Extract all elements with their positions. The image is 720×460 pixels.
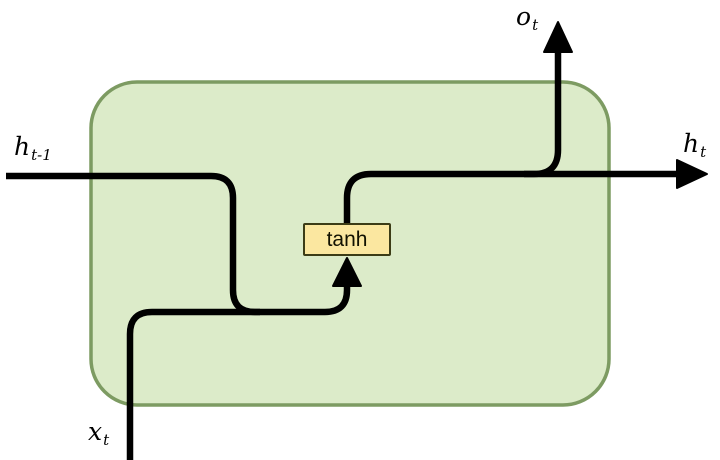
wire-h-prev-input — [6, 172, 351, 316]
wire-tanh-output — [343, 170, 680, 226]
label-h-prev: ht-1 — [14, 133, 52, 164]
label-o-output: ot — [516, 3, 538, 34]
label-h-prev-base: h — [14, 132, 31, 161]
label-h-output: ht — [683, 130, 706, 161]
label-h-output-sub: t — [700, 143, 707, 161]
tanh-node-label: tanh — [326, 227, 368, 251]
label-x-input: xt — [88, 418, 109, 449]
label-x-input-sub: t — [103, 431, 110, 449]
label-x-input-base: x — [88, 417, 103, 446]
o-output-arrowhead-icon — [543, 21, 573, 53]
wire-o-branch — [524, 50, 562, 178]
label-h-prev-sub: t-1 — [31, 146, 52, 164]
label-o-output-sub: t — [532, 16, 539, 34]
tanh-input-arrowhead-icon — [332, 257, 362, 287]
wire-x-input — [126, 308, 260, 460]
label-o-output-base: o — [516, 2, 532, 31]
tanh-node: tanh — [303, 223, 391, 256]
h-output-arrowhead-icon — [676, 159, 708, 189]
label-h-output-base: h — [683, 129, 700, 158]
